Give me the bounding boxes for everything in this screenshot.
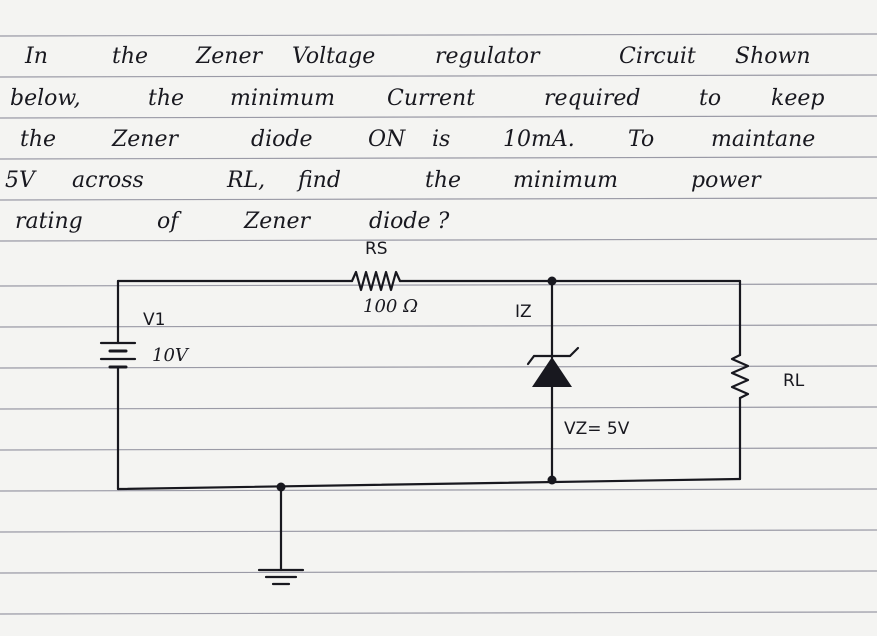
question-word: RL, [227,168,266,193]
ruled-line [0,365,877,369]
ruled-line [0,33,877,37]
question-line-2: below, the minimum Current required to keep [0,86,877,112]
question-word: find [298,168,341,193]
ruled-line [0,115,877,119]
question-word: Circuit [619,44,696,69]
question-word: Zener [112,127,179,152]
zener-diode-symbol [532,357,572,387]
question-word: rating [15,209,83,234]
series-resistor-symbol [350,270,402,292]
junction-dot-ground [276,482,286,492]
question-word: the [20,127,57,152]
source-value: 10V [152,345,190,366]
question-word: to [699,86,722,111]
question-line-4: 5V across RL, find the minimum power [0,168,877,194]
question-word: the [425,168,462,193]
ruled-line [0,324,877,328]
question-line-1: In the Zener Voltage regulator Circuit Shown [0,44,877,70]
ruled-line [0,283,877,287]
question-word: 5V [5,168,35,193]
ruled-line [0,74,877,78]
question-word: required [544,86,641,111]
question-word: of [157,209,179,234]
question-word: Zener [244,209,311,234]
question-word: Shown [735,44,811,69]
question-word: To [628,127,655,152]
zener-cathode-bar [526,346,580,366]
question-word: ON [368,127,406,152]
ruled-line [0,529,877,533]
ruled-line [0,406,877,410]
load-resistor-name: RL [783,371,805,391]
question-line-3: the Zener diode ON is 10mA. To maintane [0,127,877,153]
junction-dot-top [547,276,557,286]
question-word: power [691,168,761,193]
question-word: minimum [513,168,618,193]
junction-dot-bottom [547,475,557,485]
question-word: minimum [230,86,335,111]
ruled-line [0,156,877,160]
question-word: the [112,44,149,69]
ruled-line [0,238,877,242]
ruled-line [0,447,877,451]
question-word: Zener [196,44,263,69]
question-word: across [72,168,144,193]
question-word: diode ? [369,209,450,234]
question-word: In [25,44,48,69]
series-resistor-value: 100 Ω [363,296,418,317]
question-word: Voltage [292,44,376,69]
ruled-line [0,488,877,492]
question-word: 10mA. [503,127,575,152]
question-word: maintane [711,127,816,152]
question-word: keep [771,86,825,111]
question-word: diode [251,127,313,152]
ground-symbol [257,568,305,586]
question-word: below, [10,86,81,111]
ruled-line [0,611,877,615]
zener-voltage-label: VZ= 5V [564,419,630,439]
question-line-5: rating of Zener diode ? [0,209,877,235]
question-word: Current [387,86,476,111]
load-resistor-symbol [730,353,750,400]
question-word: the [148,86,185,111]
zener-current-label: IZ [515,302,532,322]
question-word: regulator [435,44,540,69]
bottom-wire [116,477,742,491]
ruled-line [0,197,877,201]
series-resistor-name: RS [365,239,388,259]
ruled-line [0,570,877,574]
source-name: V1 [143,310,165,330]
question-word: is [432,127,451,152]
